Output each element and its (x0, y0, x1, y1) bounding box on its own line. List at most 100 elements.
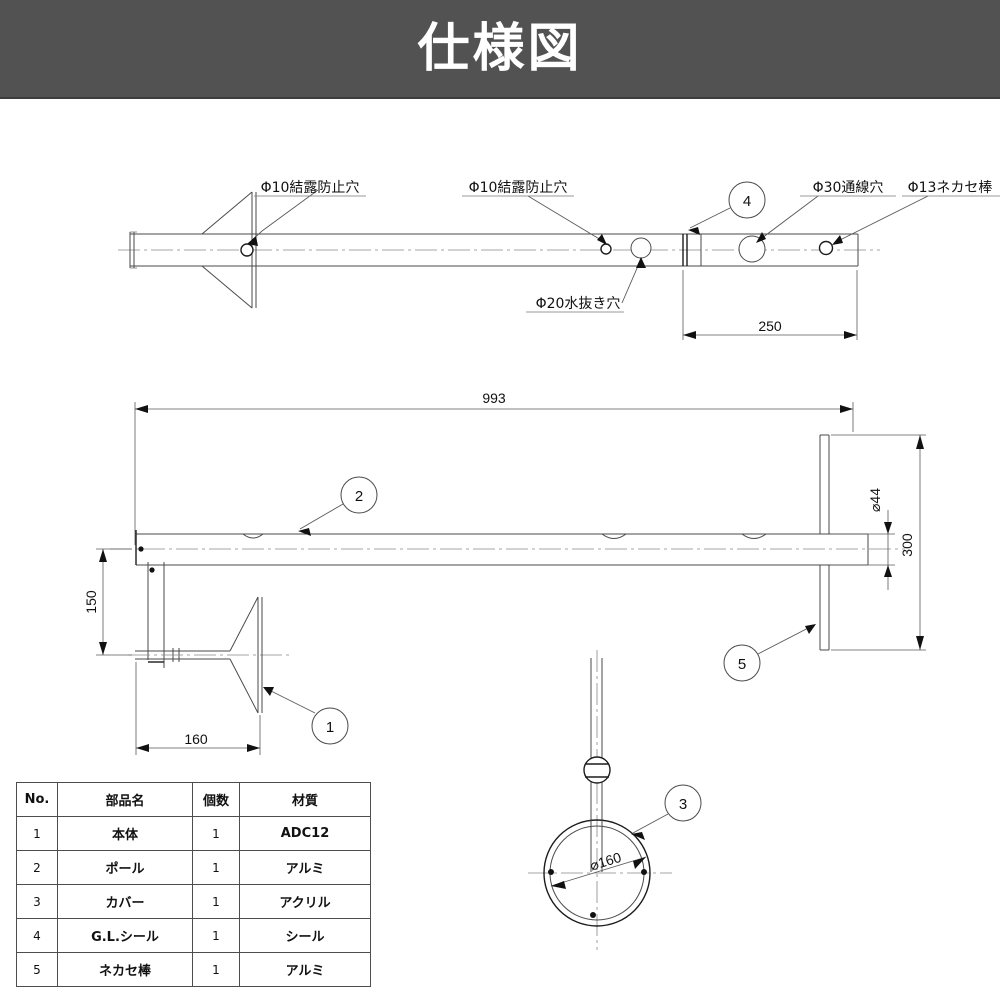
column-header-qty: 個数 (192, 782, 240, 817)
leader-phi13 (833, 195, 929, 244)
cell-name: G.L.シール (57, 918, 193, 953)
dim-d160-arrow-right (633, 857, 646, 869)
balloon-3-label: 3 (679, 796, 687, 813)
parts-table: No. 部品名 個数 材質 1 本体 1 ADC12 2 ポール 1 アルミ 3… (16, 782, 371, 987)
dim-d160-arrow-left (551, 881, 566, 889)
pole2-hole-arc-1 (242, 533, 264, 539)
leader-phi10-left (247, 189, 319, 245)
hole-phi20-drain (630, 237, 652, 259)
balloon-1-circle (311, 707, 349, 745)
hole-phi10-mid (600, 243, 612, 255)
label-phi10-left: Φ10結露防止穴 (261, 180, 360, 196)
cell-material: シール (239, 918, 371, 953)
dim-300-arrow-bot (916, 636, 924, 650)
leader-phi30 (757, 195, 819, 242)
leader-arrow-phi20 (636, 257, 646, 268)
balloon-1-label: 1 (326, 719, 334, 736)
dim-300-label: 300 (899, 533, 915, 557)
pole2-hole-arc-2 (601, 533, 627, 539)
dim-d44-arrow-top (884, 522, 892, 534)
cell-no: 3 (16, 884, 58, 919)
cell-material: ADC12 (239, 816, 371, 851)
cover-dot-right (641, 869, 647, 875)
side-view: 993 (83, 390, 926, 755)
table-row: 2 ポール 1 アルミ (16, 850, 371, 885)
balloon-4-label: 4 (743, 193, 751, 210)
dim-160-label: 160 (184, 731, 208, 747)
cone2-upper-edge (229, 596, 259, 652)
hole-phi30-wire (738, 235, 766, 263)
cell-no: 5 (16, 952, 58, 987)
dim-993-arrow-left (135, 405, 148, 413)
leader-balloon-4 (689, 207, 731, 229)
cone-lower-edge (201, 265, 253, 309)
label-phi20: Φ20水抜き穴 (536, 296, 621, 312)
dim-150-arrow-top (99, 549, 107, 562)
cell-qty: 1 (192, 918, 240, 953)
balloon-2-circle (340, 476, 378, 514)
dim-993-label: 993 (482, 390, 506, 406)
dim-d44-arrow-bot (884, 565, 892, 577)
leader-balloon-2 (299, 503, 344, 530)
cell-name: カバー (57, 884, 193, 919)
leader-balloon-5 (757, 624, 815, 655)
cell-qty: 1 (192, 952, 240, 987)
cell-material: アクリル (239, 884, 371, 919)
leader-balloon-1 (264, 687, 316, 714)
column-header-part-name: 部品名 (57, 782, 193, 817)
leader-arrow-balloon-4 (688, 227, 700, 235)
dim-993-arrow-right (840, 405, 853, 413)
dim-d160-label: ⌀160 (588, 849, 623, 874)
balloon-2-label: 2 (355, 488, 363, 505)
hole-phi10-left (240, 243, 254, 257)
leader-arrow-phi10-mid (597, 234, 607, 245)
parts-table-header-row: No. 部品名 個数 材質 (16, 782, 371, 817)
leader-arrow-balloon-3 (631, 832, 645, 840)
dim-160-arrow-right (247, 744, 260, 752)
label-phi10-mid: Φ10結露防止穴 (469, 180, 568, 196)
dim-160-arrow-left (136, 744, 149, 752)
header-banner: 仕様図 (0, 0, 1000, 97)
table-row: 5 ネカセ棒 1 アルミ (16, 952, 371, 987)
fastener-detail-circle (583, 756, 611, 784)
table-row: 3 カバー 1 アクリル (16, 884, 371, 919)
cell-qty: 1 (192, 884, 240, 919)
dim-250-arrow-left (683, 331, 696, 339)
cell-no: 4 (16, 918, 58, 953)
leader-balloon-3 (632, 813, 669, 834)
table-row: 4 G.L.シール 1 シール (16, 918, 371, 953)
dim-250-arrow-right (844, 331, 857, 339)
cell-no: 1 (16, 816, 58, 851)
column-header-no: No. (16, 782, 58, 817)
bracket-center-dot (149, 567, 155, 573)
leader-arrow-phi30 (756, 232, 766, 243)
leader-arrow-balloon-1 (263, 687, 274, 696)
cell-material: アルミ (239, 952, 371, 987)
pole2-left-center-dot (138, 546, 144, 552)
dim-d44-label: ⌀44 (867, 488, 883, 512)
cell-material: アルミ (239, 850, 371, 885)
balloon-3-circle (664, 784, 702, 822)
cell-name: ネカセ棒 (57, 952, 193, 987)
page-title: 仕様図 (417, 18, 583, 79)
dim-300-arrow-top (916, 435, 924, 449)
cell-qty: 1 (192, 850, 240, 885)
cover-outer-circle (543, 819, 651, 927)
leader-arrow-balloon-2 (298, 528, 311, 536)
top-view: 4 Φ10結露防止穴 Φ10結露防止穴 Φ20水抜き穴 Φ30通線穴 Φ13ネカ… (118, 180, 1000, 340)
cover-dot-bottom (590, 912, 596, 918)
section-view: ⌀160 3 (528, 650, 702, 950)
table-row: 1 本体 1 ADC12 (16, 816, 371, 851)
leader-arrow-phi13 (832, 235, 843, 245)
cover-dot-left (548, 869, 554, 875)
label-phi13: Φ13ネカセ棒 (908, 180, 993, 196)
leader-arrow-phi10-left (247, 236, 258, 246)
dim-150-label: 150 (83, 590, 99, 614)
dim-d160-line (550, 856, 647, 887)
cone2-lower-edge (229, 658, 259, 714)
leader-arrow-balloon-5 (805, 624, 816, 634)
balloon-5-circle (723, 644, 761, 682)
dim-250-label: 250 (758, 318, 782, 334)
